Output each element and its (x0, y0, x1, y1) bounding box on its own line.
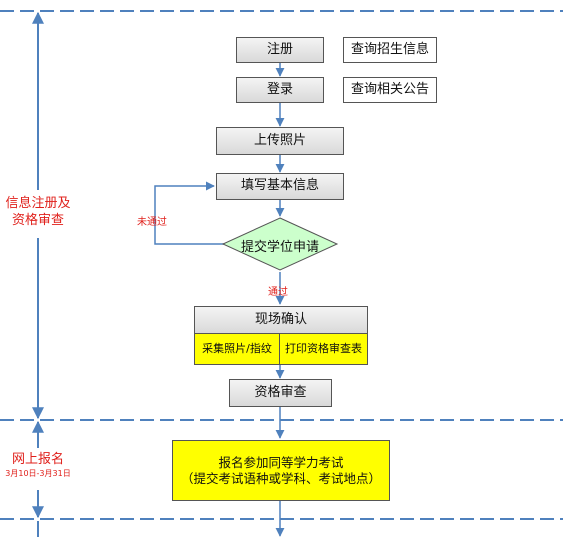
not-passed-label: 未通过 (137, 217, 167, 228)
fill-info-label: 填写基本信息 (240, 178, 319, 194)
onsite-confirm-label: 现场确认 (254, 311, 307, 327)
query-notice-label: 查询相关公告 (350, 81, 429, 97)
upload-photo-node: 上传照片 (216, 127, 344, 155)
submit-application-label: 提交学位申请 (240, 240, 319, 255)
onsite-confirm-node: 现场确认 (194, 306, 368, 334)
register-label: 注册 (266, 41, 293, 57)
upload-photo-label: 上传照片 (253, 132, 306, 148)
stage-info-registration-line1: 信息注册及 (5, 196, 71, 211)
fill-info-node: 填写基本信息 (216, 173, 344, 200)
qualification-review-node: 资格审查 (229, 379, 332, 407)
photo-fingerprint-label: 采集照片/指纹 (202, 342, 272, 356)
stage-online-registration-dates: 3月10日-3月31日 (5, 468, 71, 478)
stage-online-registration-title: 网上报名 (11, 452, 64, 467)
query-admission-label: 查询招生信息 (350, 41, 429, 57)
stage-online-registration: 网上报名 3月10日-3月31日 (0, 452, 76, 480)
register-exam-node: 报名参加同等学力考试 （提交考试语种或学科、考试地点） (172, 440, 390, 501)
register-exam-line2: （提交考试语种或学科、考试地点） (180, 470, 381, 486)
loop-not-passed (154, 181, 227, 245)
photo-fingerprint-node: 采集照片/指纹 (194, 333, 280, 365)
passed-label: 通过 (268, 287, 288, 298)
print-review-form-node: 打印资格审查表 (279, 333, 368, 365)
print-review-form-label: 打印资格审查表 (285, 342, 362, 356)
query-notice-node: 查询相关公告 (343, 77, 437, 103)
register-exam-line1: 报名参加同等学力考试 (218, 454, 344, 470)
login-label: 登录 (266, 81, 293, 97)
query-admission-node: 查询招生信息 (343, 37, 437, 63)
stage-info-registration-line2: 资格审查 (11, 212, 64, 228)
stage-info-registration: 信息注册及 资格审查 (2, 196, 74, 230)
login-node: 登录 (236, 77, 324, 103)
qualification-review-label: 资格审查 (254, 384, 307, 400)
submit-application-diamond (221, 217, 339, 271)
register-node: 注册 (236, 37, 324, 63)
